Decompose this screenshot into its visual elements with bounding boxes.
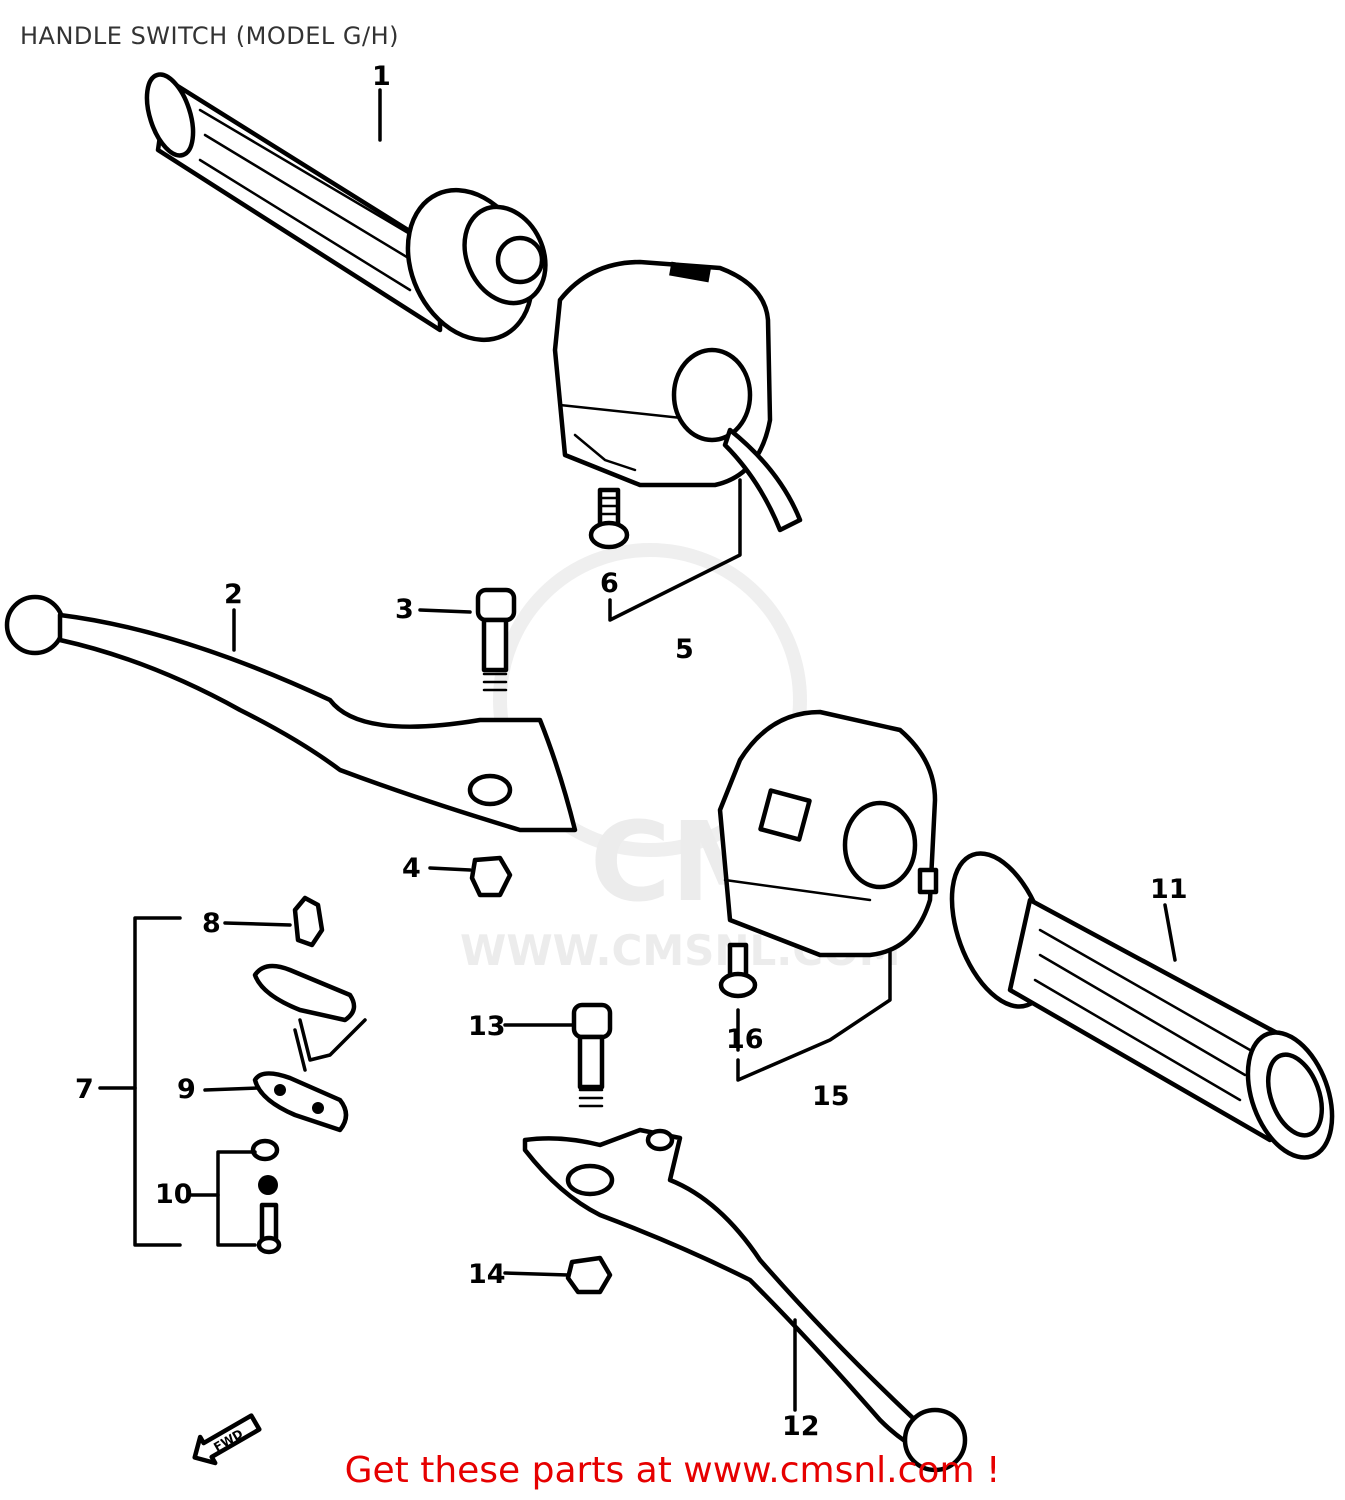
part-2-clutch-lever [4, 594, 578, 833]
callout-11: 11 [1150, 874, 1188, 905]
part-6-screw [588, 487, 630, 550]
part-13-pivot-bolt [571, 1002, 613, 1108]
part-11-grip-right [949, 851, 1335, 1160]
callout-4: 4 [402, 853, 421, 884]
diagram-title: HANDLE SWITCH (MODEL G/H) [20, 22, 399, 50]
leader-lines [98, 88, 1177, 1412]
callout-2: 2 [224, 579, 243, 610]
callout-13: 13 [468, 1011, 506, 1042]
switch-plate [252, 963, 367, 1072]
part-3-pivot-bolt [475, 587, 517, 692]
callout-1: 1 [372, 61, 391, 92]
callout-14: 14 [468, 1259, 506, 1290]
callout-15: 15 [812, 1081, 850, 1112]
callout-9: 9 [177, 1074, 196, 1105]
part-12-brake-lever [522, 1127, 968, 1473]
callout-labels: 1 2 3 4 5 6 7 8 9 10 11 12 13 14 15 16 [75, 61, 1188, 1442]
part-9-switch [252, 1071, 349, 1133]
footer-cta-text[interactable]: Get these parts at www.cmsnl.com ! [344, 1450, 1001, 1491]
callout-5: 5 [675, 634, 694, 665]
callout-7-bracket [133, 916, 182, 1247]
callout-10-bracket [216, 1150, 257, 1247]
part-15-switch-housing-right [717, 709, 939, 958]
callout-10: 10 [155, 1179, 193, 1210]
callout-12: 12 [782, 1411, 820, 1442]
part-10-screw-set [250, 1138, 282, 1255]
callout-16: 16 [726, 1024, 764, 1055]
part-1-grip-left [144, 72, 548, 343]
part-4-nut [469, 855, 513, 898]
callout-6: 6 [600, 568, 619, 599]
part-5-switch-housing-left [552, 259, 803, 533]
footer-cta[interactable]: Get these parts at www.cmsnl.com ! [0, 1450, 1345, 1491]
part-14-nut [565, 1255, 613, 1295]
callout-3: 3 [395, 594, 414, 625]
fwd-arrow-icon: FWD [192, 1413, 262, 1466]
part-8-clip [292, 895, 325, 948]
part-16-screw [718, 942, 758, 999]
callout-7: 7 [75, 1074, 94, 1105]
callout-8: 8 [202, 908, 221, 939]
